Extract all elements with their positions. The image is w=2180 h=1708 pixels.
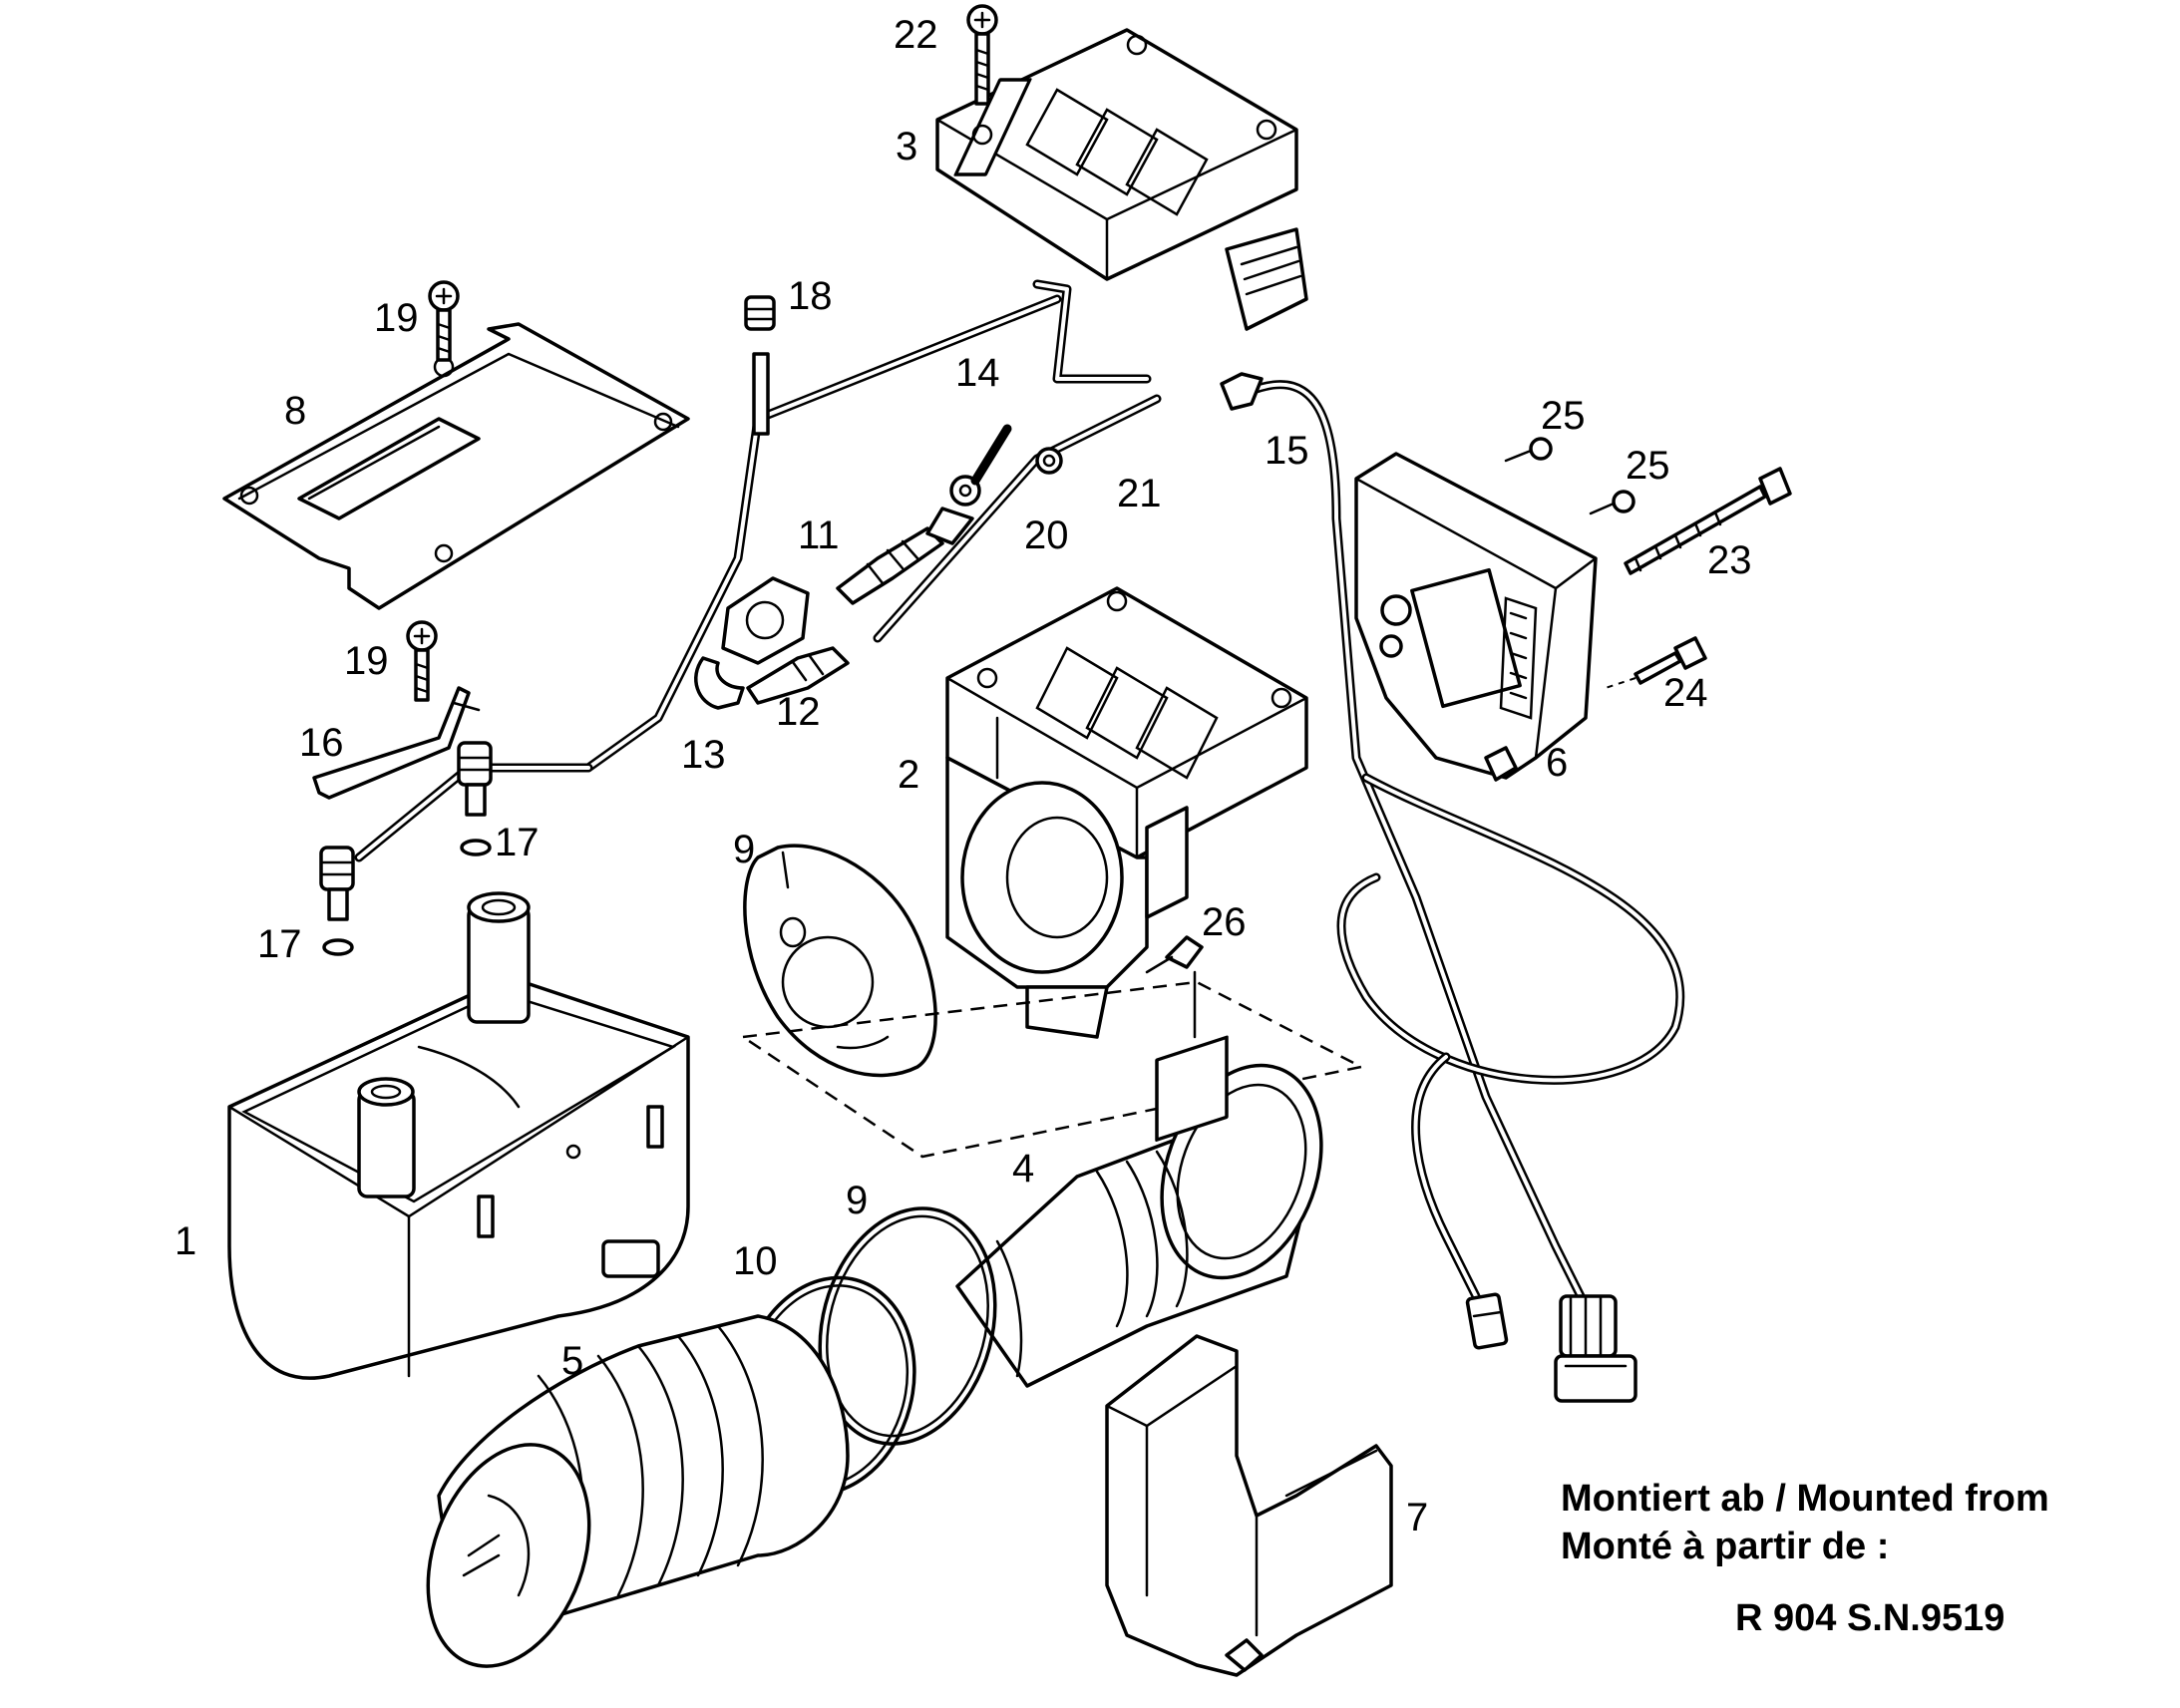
label-7: 7 xyxy=(1406,1496,1428,1539)
part-22-screw xyxy=(966,4,998,106)
label-6: 6 xyxy=(1546,741,1568,785)
label-9-upper: 9 xyxy=(733,828,755,871)
part-8-cover-plate xyxy=(222,322,690,610)
part-21-nut xyxy=(1035,447,1063,475)
label-2: 2 xyxy=(898,753,919,797)
part-9-gasket-plate xyxy=(743,844,937,1078)
label-19-top: 19 xyxy=(374,296,419,340)
part-5-burner-bellow xyxy=(426,1314,850,1668)
note-line-1: Montiert ab / Mounted from xyxy=(1561,1478,2049,1520)
harness-connector-top xyxy=(1225,227,1308,331)
mounting-note: Montiert ab / Mounted from Monté à parti… xyxy=(1561,1478,2049,1639)
label-4: 4 xyxy=(1012,1147,1034,1191)
label-9-lower: 9 xyxy=(846,1179,868,1222)
part-19-screw-top xyxy=(428,280,460,362)
part-9-o-ring xyxy=(818,1206,997,1446)
part-25-screw-a xyxy=(1504,437,1553,463)
label-17-upper: 17 xyxy=(495,821,540,864)
label-5: 5 xyxy=(561,1339,583,1383)
label-24: 24 xyxy=(1663,671,1708,715)
label-8: 8 xyxy=(284,389,306,433)
part-23-bolt xyxy=(1624,467,1792,575)
harness-connector-small xyxy=(1465,1292,1509,1350)
part-16-bracket xyxy=(312,686,481,800)
label-26: 26 xyxy=(1202,900,1247,944)
label-22: 22 xyxy=(894,13,938,57)
part-11-sensor xyxy=(836,507,974,605)
part-20-ring-terminal xyxy=(949,424,1012,507)
label-11: 11 xyxy=(798,513,840,557)
label-21: 21 xyxy=(1117,472,1162,515)
label-14: 14 xyxy=(955,351,1000,395)
part-18-cap xyxy=(744,295,776,436)
part-2-burner-head xyxy=(945,586,1308,1039)
label-10: 10 xyxy=(733,1239,778,1283)
part-24-screw xyxy=(1605,636,1707,689)
label-3: 3 xyxy=(896,125,917,169)
label-16: 16 xyxy=(299,721,344,765)
part-4-combustion-tube xyxy=(955,1063,1323,1388)
part-17-sensor-upper xyxy=(457,741,493,856)
part-6-blower-motor xyxy=(1354,452,1598,782)
label-1: 1 xyxy=(175,1219,196,1263)
part-11-nut xyxy=(721,576,810,665)
label-13: 13 xyxy=(681,733,726,777)
part-7-holder xyxy=(1105,1035,1393,1677)
part-26-screw xyxy=(1145,935,1204,974)
label-25-a: 25 xyxy=(1541,394,1586,438)
label-23: 23 xyxy=(1707,538,1752,582)
note-line-2: Monté à partir de : xyxy=(1561,1526,1889,1567)
part-25-screw-b xyxy=(1589,490,1635,515)
part-17-sensor-lower xyxy=(319,846,355,956)
part-12-temp-sensor xyxy=(746,646,850,705)
part-3-control-cover xyxy=(935,28,1298,281)
part-labels: 22 3 18 19 8 14 15 25 25 21 11 20 23 19 … xyxy=(175,13,1752,1539)
part-15-grommet xyxy=(1220,372,1264,411)
part-1-heat-exchanger xyxy=(227,891,690,1380)
label-25-b: 25 xyxy=(1626,444,1670,488)
label-19-middle: 19 xyxy=(344,639,389,683)
part-13-clip xyxy=(694,656,745,710)
label-18: 18 xyxy=(788,274,833,318)
harness-connector-large xyxy=(1554,1294,1637,1403)
part-19-screw-middle xyxy=(406,620,438,702)
note-serial: R 904 S.N.9519 xyxy=(1735,1597,2004,1639)
label-17-lower: 17 xyxy=(257,922,302,966)
label-15: 15 xyxy=(1265,429,1309,473)
assembly-dashed-outline xyxy=(739,980,1365,1159)
label-12: 12 xyxy=(776,690,821,734)
label-20: 20 xyxy=(1024,513,1069,557)
